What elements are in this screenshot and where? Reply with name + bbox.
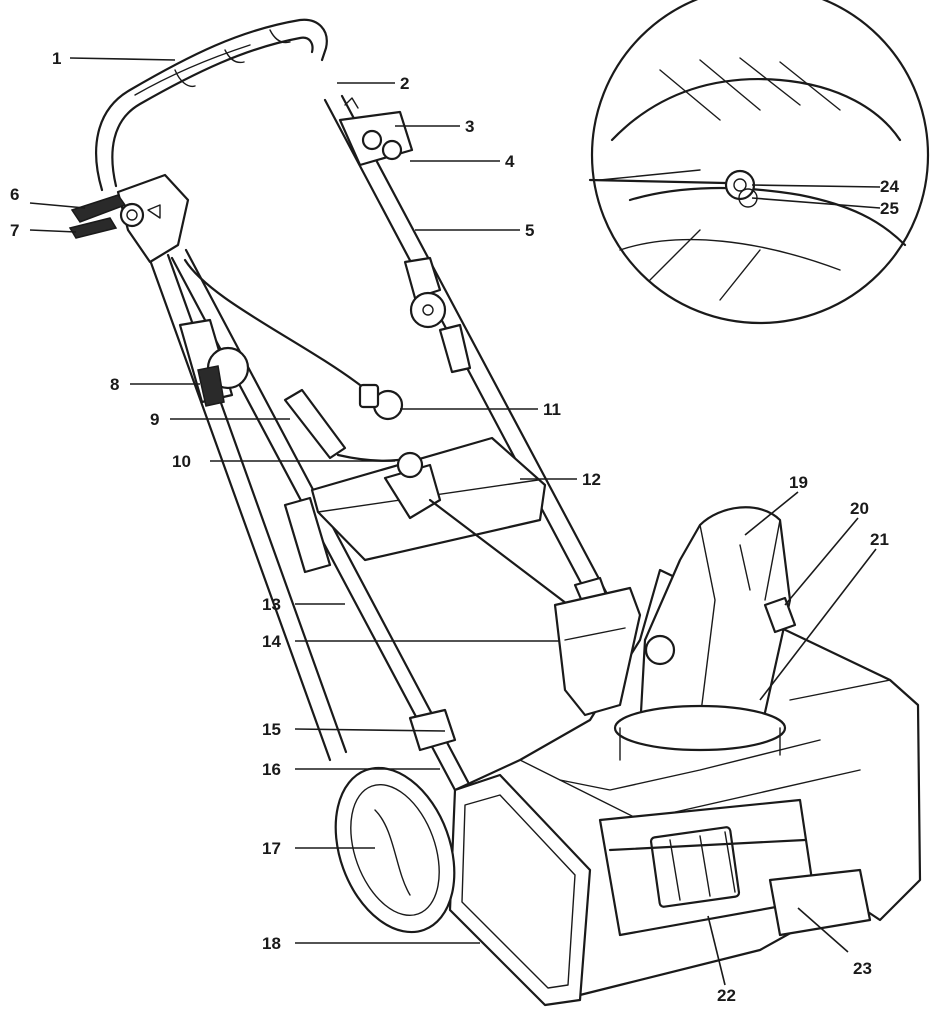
side-panel-18 — [448, 773, 592, 1007]
clamp-3-4 — [338, 97, 414, 167]
callout-24: 24 — [880, 177, 899, 196]
handle-bracket-14 — [553, 586, 642, 717]
cord-holder-panel — [310, 436, 577, 612]
callout-11: 11 — [543, 400, 561, 419]
chute-knob-20 — [644, 596, 797, 666]
callout-8: 8 — [110, 375, 119, 394]
callout-25: 25 — [880, 199, 899, 218]
callout-6: 6 — [10, 185, 19, 204]
scraper-23 — [768, 868, 872, 937]
callout-labels: 1 2 3 4 5 6 7 8 9 10 11 12 13 14 15 16 1… — [10, 49, 899, 1005]
callout-20: 20 — [850, 499, 869, 518]
knob-left-8 — [178, 318, 250, 407]
callout-4: 4 — [505, 152, 515, 171]
callout-19: 19 — [789, 473, 808, 492]
cord-and-plug — [183, 258, 404, 421]
callout-10: 10 — [172, 452, 191, 471]
callout-13: 13 — [262, 595, 281, 614]
callout-5: 5 — [525, 221, 534, 240]
chute-19 — [638, 506, 792, 737]
callout-22: 22 — [717, 986, 736, 1005]
knob-right-upper — [403, 256, 472, 374]
detail-inset — [588, 0, 930, 325]
callout-16: 16 — [262, 760, 281, 779]
wheel-17 — [334, 766, 456, 934]
chute-base-21 — [613, 704, 787, 761]
callout-15: 15 — [262, 720, 281, 739]
leader-lines — [29, 57, 881, 986]
callout-14: 14 — [262, 632, 281, 651]
switch-box-left — [68, 173, 190, 264]
callout-21: 21 — [870, 530, 889, 549]
callout-9: 9 — [150, 410, 159, 429]
callout-3: 3 — [465, 117, 474, 136]
lower-handle-clamps — [283, 496, 610, 752]
callout-18: 18 — [262, 934, 281, 953]
callout-23: 23 — [853, 959, 872, 978]
callout-17: 17 — [262, 839, 281, 858]
callout-7: 7 — [10, 221, 19, 240]
callout-1: 1 — [52, 49, 61, 68]
upper-handle-bar — [95, 18, 328, 192]
callout-2: 2 — [400, 74, 409, 93]
callout-12: 12 — [582, 470, 601, 489]
